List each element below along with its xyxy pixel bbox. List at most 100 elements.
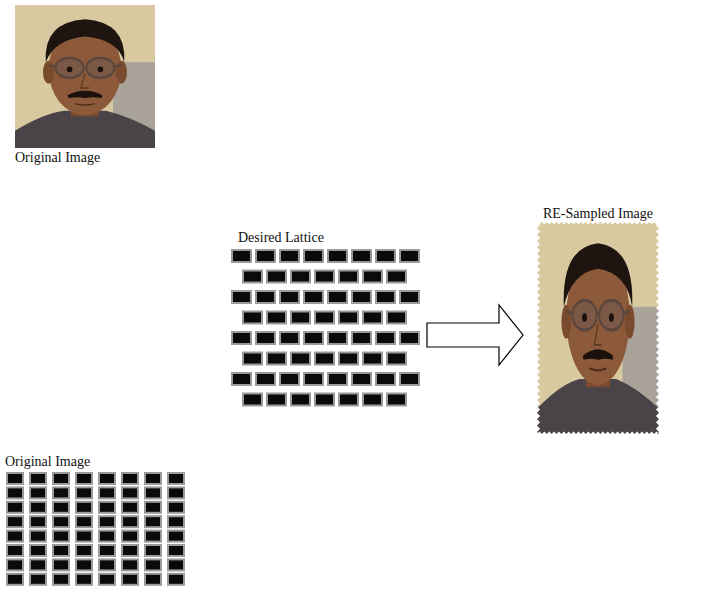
grid-cell [145, 516, 161, 527]
lattice-cell [315, 271, 334, 283]
grid-cell [99, 545, 115, 556]
lattice-cell [315, 353, 334, 365]
glasses-frame [49, 65, 122, 66]
grid-cell [168, 574, 184, 585]
grid-cell [76, 531, 92, 542]
lattice-cell [267, 353, 286, 365]
lattice-cell [280, 250, 299, 262]
caption-row: Original Image [15, 148, 155, 166]
grid-cell [30, 473, 46, 484]
grid-cell [99, 531, 115, 542]
grid-cell [76, 516, 92, 527]
lattice-cell [328, 250, 347, 262]
grid-cell [168, 545, 184, 556]
grid-cell [145, 473, 161, 484]
grid-cell [168, 516, 184, 527]
lattice-cell [291, 271, 310, 283]
block-arrow [427, 305, 523, 365]
lattice-cell [243, 271, 262, 283]
lattice-cell [291, 353, 310, 365]
grid-cell [168, 559, 184, 570]
photo-node: Original Image [15, 5, 155, 166]
lattice-cell [232, 291, 251, 303]
nose [81, 74, 89, 88]
lattice-cell [387, 394, 406, 406]
image-caption: Original Image [5, 453, 90, 470]
grid-cell [76, 487, 92, 498]
grid-cell [122, 559, 138, 570]
image-caption: RE-Sampled Image [543, 205, 653, 222]
lattice-cell [376, 332, 395, 344]
ear [43, 61, 54, 84]
face-photo [15, 5, 155, 148]
hair [564, 243, 633, 307]
grid-cell [76, 545, 92, 556]
lattice-cell [352, 291, 371, 303]
grid-cell [168, 502, 184, 513]
grid-cell [145, 559, 161, 570]
grid-cell [99, 559, 115, 570]
grid-cell [30, 531, 46, 542]
sampling-lattice [228, 246, 422, 414]
lattice-cell [243, 394, 262, 406]
lattice-cell [280, 373, 299, 385]
lattice-cell [304, 373, 323, 385]
lattice-cell [387, 312, 406, 324]
lattice-cell [400, 250, 419, 262]
grid-cell [7, 545, 23, 556]
grid-cell [7, 574, 23, 585]
grid-cell [76, 473, 92, 484]
lattice-cell [376, 250, 395, 262]
grid-cell [122, 531, 138, 542]
grid-cell [53, 559, 69, 570]
eye [609, 313, 614, 321]
glasses-frame [566, 311, 629, 313]
mouth [589, 368, 606, 370]
grid-cell [53, 531, 69, 542]
grid-cell [99, 574, 115, 585]
eye [98, 66, 104, 72]
lattice-cell [304, 332, 323, 344]
lattice-cell [363, 353, 382, 365]
lattice-cell [339, 353, 358, 365]
mouth [75, 104, 95, 105]
grid-cell [53, 487, 69, 498]
lattice-cell [328, 373, 347, 385]
grid-cell [53, 574, 69, 585]
lattice-cell [256, 250, 275, 262]
photo-node: RE-Sampled Image [537, 204, 659, 434]
lattice-cell [315, 394, 334, 406]
jagged-edge [537, 222, 659, 434]
lattice-cell [232, 373, 251, 385]
grid-cell [122, 516, 138, 527]
grid-cell [99, 473, 115, 484]
grid-cell [122, 487, 138, 498]
glasses-lens [86, 58, 114, 78]
grid-cell [7, 559, 23, 570]
lattice-cell [387, 271, 406, 283]
grid-cell [145, 574, 161, 585]
lattice-cell [267, 271, 286, 283]
grid-cell [7, 473, 23, 484]
hair [46, 19, 125, 62]
grid-cell [30, 545, 46, 556]
grid-cell [53, 502, 69, 513]
grid-cell [53, 516, 69, 527]
lattice-cell [339, 271, 358, 283]
lattice-cell [352, 332, 371, 344]
ear [625, 305, 635, 339]
grid-cell [122, 473, 138, 484]
lattice-cell [304, 291, 323, 303]
glasses-lens [599, 300, 623, 330]
grid-cell [145, 531, 161, 542]
grid-cell [122, 502, 138, 513]
lattice-cell [243, 312, 262, 324]
lattice-cell [315, 312, 334, 324]
lattice-cell [267, 394, 286, 406]
sampling-lattice [3, 470, 191, 586]
lattice-cell [243, 353, 262, 365]
lattice-cell [304, 250, 323, 262]
lattice-cell [363, 312, 382, 324]
lattice-cell [400, 291, 419, 303]
lattice-cell [232, 332, 251, 344]
